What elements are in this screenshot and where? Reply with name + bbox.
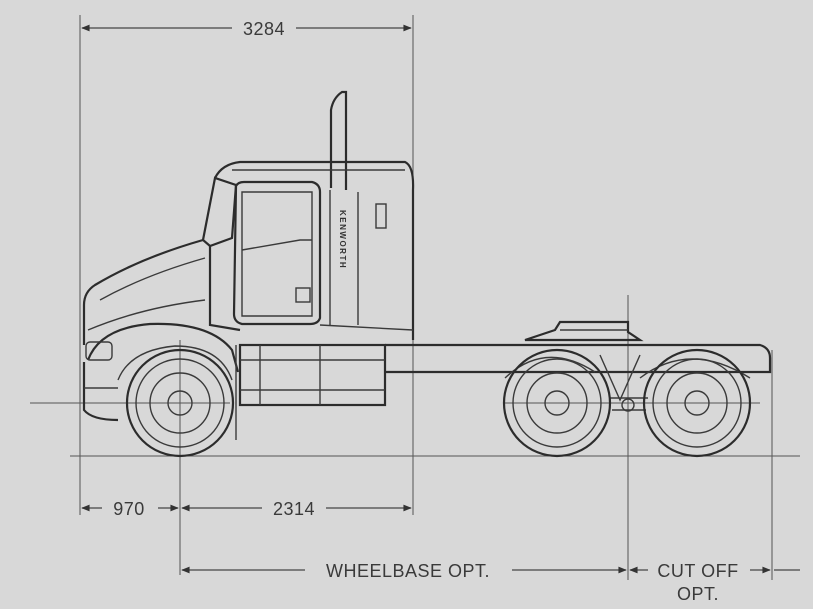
front-overhang-label: 970 bbox=[113, 499, 145, 519]
cut-off-label-line1: CUT OFF bbox=[657, 561, 738, 581]
headlight bbox=[85, 341, 113, 361]
hood bbox=[82, 238, 204, 345]
fuel-tank bbox=[238, 343, 387, 407]
extension-lines bbox=[30, 15, 800, 580]
wheelbase-label: WHEELBASE OPT. bbox=[326, 561, 490, 581]
bumper bbox=[82, 362, 119, 422]
side-badge: KENWORTH bbox=[338, 210, 347, 269]
dimension-cut-off: CUT OFF OPT. bbox=[629, 561, 800, 604]
sleeper-window bbox=[375, 203, 387, 229]
dimension-wheelbase: WHEELBASE OPT. bbox=[181, 561, 627, 581]
cut-off-label-line2: OPT. bbox=[677, 584, 719, 604]
dimension-axle-to-cab: 2314 bbox=[181, 499, 412, 519]
cab-roof bbox=[214, 160, 415, 340]
rear-wheel-drive-2 bbox=[642, 348, 752, 458]
dimension-overall-length: 3284 bbox=[81, 19, 412, 39]
fifth-wheel bbox=[524, 320, 644, 342]
rear-wheel-drive-1 bbox=[502, 348, 612, 458]
exhaust-stack bbox=[329, 90, 348, 190]
door-handle bbox=[295, 287, 311, 303]
frame-rail bbox=[385, 343, 772, 374]
axle-to-cab-label: 2314 bbox=[273, 499, 315, 519]
dimension-front-overhang: 970 bbox=[81, 499, 179, 519]
truck-outline bbox=[82, 90, 772, 440]
front-wheel bbox=[125, 348, 235, 458]
overall-length-label: 3284 bbox=[243, 19, 285, 39]
windshield bbox=[201, 176, 238, 248]
cab-door bbox=[232, 180, 322, 326]
